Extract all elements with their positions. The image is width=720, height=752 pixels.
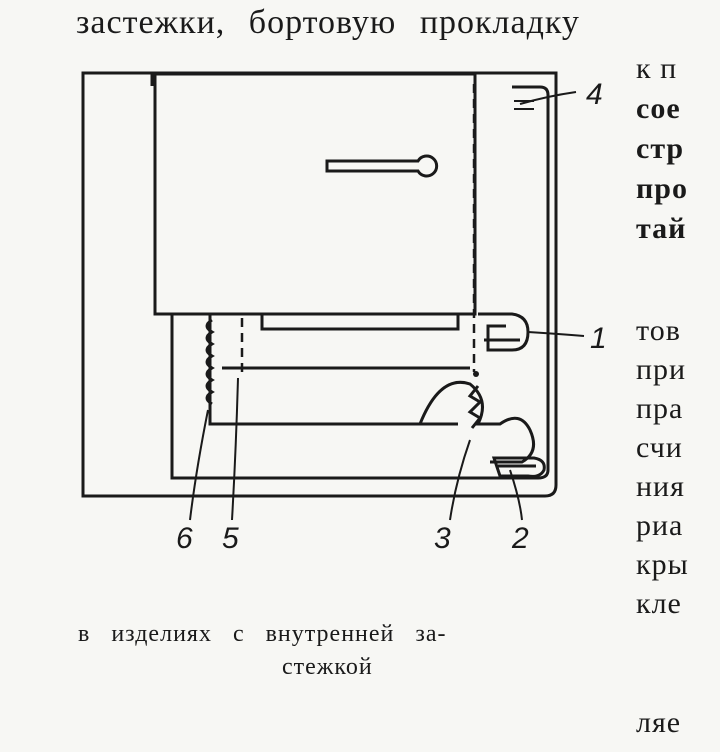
leader-line-5 (231, 377, 239, 521)
right-column-line: стр (636, 132, 685, 165)
figure-caption-line1: в изделиях с внутренней за- (78, 621, 447, 647)
facing-bump (418, 381, 536, 464)
leader-line-1 (527, 331, 585, 337)
right-column-line: про (636, 172, 688, 205)
right-column-line: тай (636, 212, 687, 245)
inner-panel (208, 314, 458, 426)
clasp-part-1 (478, 312, 530, 352)
flap-underlap (260, 314, 460, 331)
tick-mark (514, 100, 534, 110)
right-column-line: кле (636, 587, 682, 620)
leader-line-3 (449, 439, 471, 521)
clasp-part-2 (491, 456, 546, 478)
outer-frame (81, 71, 558, 498)
label-1: 1 (590, 322, 607, 355)
leader-line-2 (509, 469, 523, 521)
label-6: 6 (176, 522, 193, 555)
leader-line-6 (189, 409, 209, 521)
right-column-line: кры (636, 548, 689, 581)
right-column-line: сое (636, 92, 681, 125)
leader-line-4 (519, 91, 577, 105)
right-column-line: риа (636, 509, 684, 542)
keyhole-buttonhole (325, 154, 439, 178)
label-4: 4 (586, 78, 603, 111)
right-column-line: к п (636, 52, 678, 85)
right-column-line: счи (636, 431, 683, 464)
inner-lining (170, 85, 550, 480)
right-column-line: ляе (636, 706, 682, 739)
figure-caption-line2: стежкой (282, 654, 373, 680)
right-column-line: пра (636, 392, 684, 425)
main-flap (153, 72, 477, 316)
stitch-dot (473, 371, 479, 377)
label-5: 5 (222, 522, 239, 555)
right-column-line: при (636, 353, 687, 386)
right-column-line: тов (636, 314, 681, 347)
top-text-line: застежки, бортовую прокладку (76, 4, 580, 41)
right-column-line: ния (636, 470, 685, 503)
zigzag-stitch-6 (205, 318, 215, 406)
zigzag-stitch-3 (467, 385, 483, 429)
label-3: 3 (434, 522, 451, 555)
label-2: 2 (511, 522, 529, 555)
